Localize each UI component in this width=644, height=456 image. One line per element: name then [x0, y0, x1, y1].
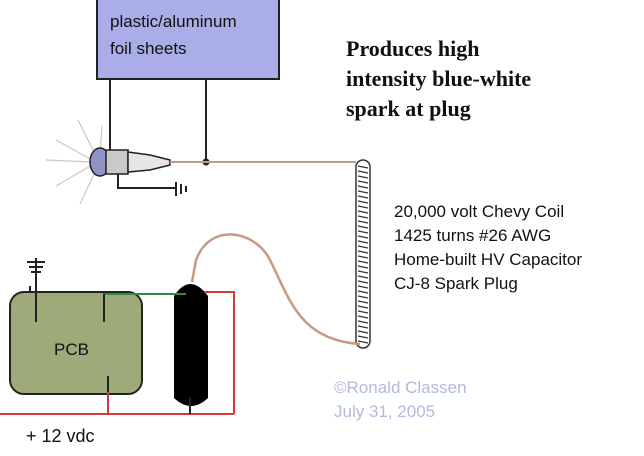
spark-plug	[45, 119, 171, 205]
pcb-label: PCB	[54, 340, 89, 359]
supply-voltage-label: + 12 vdc	[26, 426, 95, 446]
headline-text: Produces high intensity blue-white spark…	[346, 36, 532, 121]
antenna-symbol	[27, 258, 45, 322]
pcb-board	[9, 286, 143, 395]
ground-symbol	[175, 182, 187, 196]
component-specs: 20,000 volt Chevy Coil 1425 turns #26 AW…	[394, 202, 583, 293]
hv-capacitor	[174, 284, 208, 406]
ignition-coil	[355, 159, 371, 349]
copyright-credit: ©Ronald Classen July 31, 2005	[334, 378, 467, 421]
foil-label: plastic/aluminum foil sheets	[110, 12, 237, 58]
foil-capacitor-box	[96, 0, 280, 80]
